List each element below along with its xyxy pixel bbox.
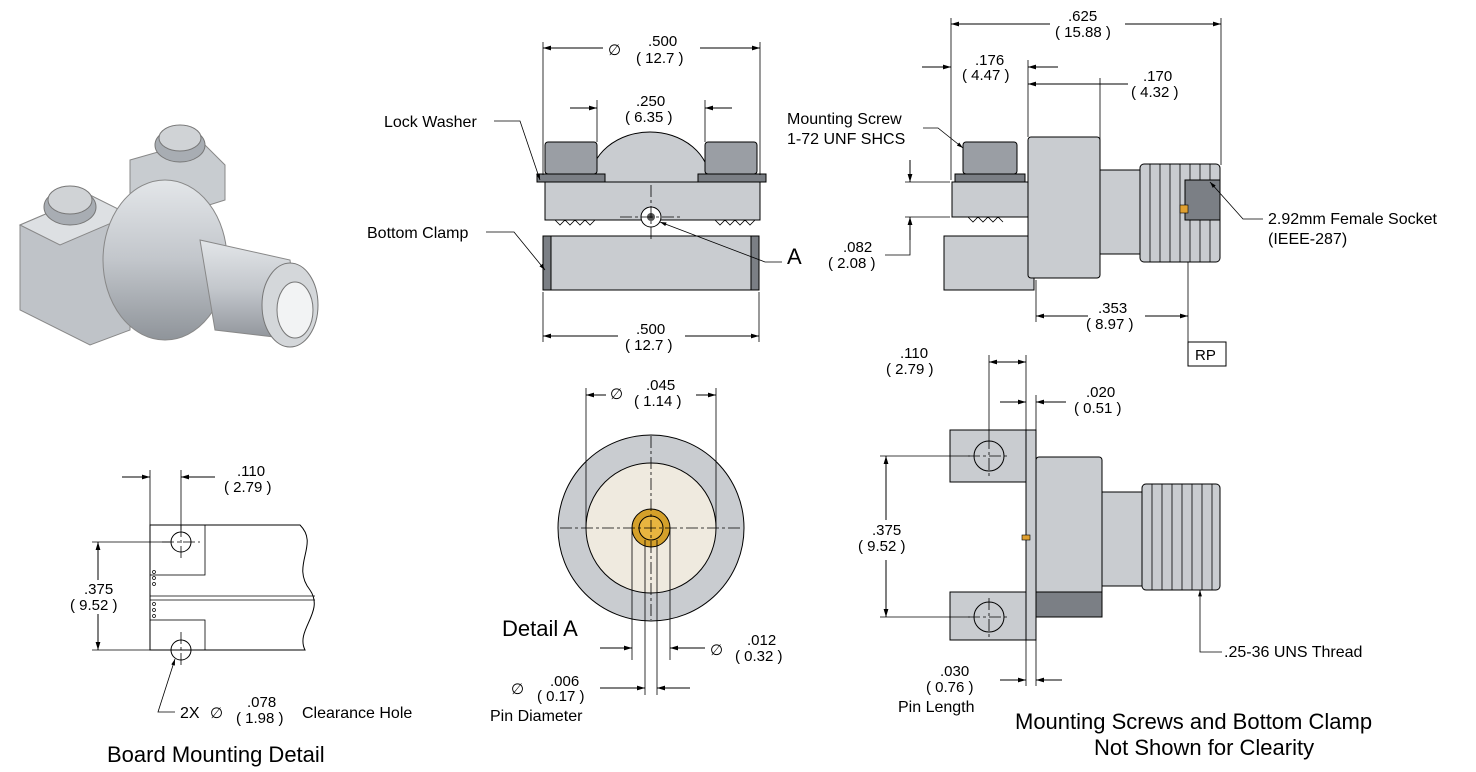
side-screw-in: .176 (975, 52, 1004, 69)
side-overall-in: .625 (1068, 8, 1097, 25)
socket-label-2: (IEEE-287) (1268, 231, 1347, 248)
clamp-pin-len-mm: ( 0.76 ) (926, 679, 974, 696)
detail-outer-mm: ( 1.14 ) (634, 393, 682, 410)
detail-ref-label: A (787, 244, 802, 269)
clamp-offset-mm: ( 2.79 ) (886, 361, 934, 378)
clamp-flange-in: .020 (1086, 384, 1115, 401)
side-gap-in: .082 (843, 239, 872, 256)
side-gap-mm: ( 2.08 ) (828, 255, 876, 272)
board-offset-mm: ( 2.79 ) (224, 479, 272, 496)
lock-washer-label: Lock Washer (384, 114, 477, 131)
front-dia-mm: ( 12.7 ) (636, 50, 684, 67)
front-width-mm: ( 12.7 ) (625, 337, 673, 354)
mounting-screw-label-1: Mounting Screw (787, 111, 902, 128)
bottom-clamp-label: Bottom Clamp (367, 225, 468, 242)
detail-inner-dia-symbol: ∅ (710, 642, 723, 659)
detail-pin-dia-symbol: ∅ (511, 681, 524, 698)
connector-iso-render (18, 124, 319, 348)
clearance-hole-label: Clearance Hole (302, 705, 412, 722)
side-view (885, 18, 1263, 367)
pin-length-label: Pin Length (898, 699, 975, 716)
detail-pin-mm: ( 0.17 ) (537, 688, 585, 705)
board-spacing-in: .375 (84, 581, 113, 598)
front-width-in: .500 (636, 321, 665, 338)
clamp-caption-1: Mounting Screws and Bottom Clamp (1015, 709, 1372, 734)
detail-a-view (557, 388, 745, 695)
side-screw-mm: ( 4.47 ) (962, 67, 1010, 84)
clamp-caption-2: Not Shown for Clearity (1094, 735, 1314, 760)
clamp-offset-in: .110 (900, 345, 928, 362)
detail-outer-dia-symbol: ∅ (610, 386, 623, 403)
socket-label-1: 2.92mm Female Socket (1268, 211, 1438, 228)
board-hole-dia-symbol: ∅ (210, 705, 223, 722)
board-hole-mm: ( 1.98 ) (236, 710, 284, 727)
side-overall-mm: ( 15.88 ) (1055, 24, 1111, 41)
mounting-screw-label-2: 1-72 UNF SHCS (787, 131, 905, 148)
rp-label: RP (1195, 347, 1216, 364)
front-dia-in: .500 (648, 33, 677, 50)
side-rp-in: .353 (1098, 300, 1127, 317)
detail-pin-in: .006 (550, 673, 579, 690)
front-dia-symbol: ∅ (608, 42, 621, 59)
board-offset-in: .110 (237, 463, 265, 480)
side-rp-mm: ( 8.97 ) (1086, 316, 1134, 333)
thread-label: .25-36 UNS Thread (1224, 644, 1362, 661)
detail-a-title: Detail A (502, 616, 578, 641)
clamp-flange-mm: ( 0.51 ) (1074, 400, 1122, 417)
clamp-spacing-mm: ( 9.52 ) (858, 538, 906, 555)
front-spacing-in: .250 (636, 93, 665, 110)
detail-outer-in: .045 (646, 377, 675, 394)
detail-inner-mm: ( 0.32 ) (735, 648, 783, 665)
side-thread-in: .170 (1143, 68, 1172, 85)
clamp-spacing-in: .375 (872, 522, 901, 539)
side-thread-mm: ( 4.32 ) (1131, 84, 1179, 101)
front-spacing-mm: ( 6.35 ) (625, 109, 673, 126)
board-mounting-title: Board Mounting Detail (107, 742, 325, 767)
no-clamp-view (880, 355, 1222, 686)
front-view (486, 42, 782, 342)
board-spacing-mm: ( 9.52 ) (70, 597, 118, 614)
board-mounting-view (92, 470, 315, 713)
pin-diameter-label: Pin Diameter (490, 708, 583, 725)
detail-inner-in: .012 (747, 632, 776, 649)
board-hole-in: .078 (247, 694, 276, 711)
clamp-pin-len-in: .030 (940, 663, 969, 680)
board-hole-prefix: 2X (180, 705, 200, 722)
